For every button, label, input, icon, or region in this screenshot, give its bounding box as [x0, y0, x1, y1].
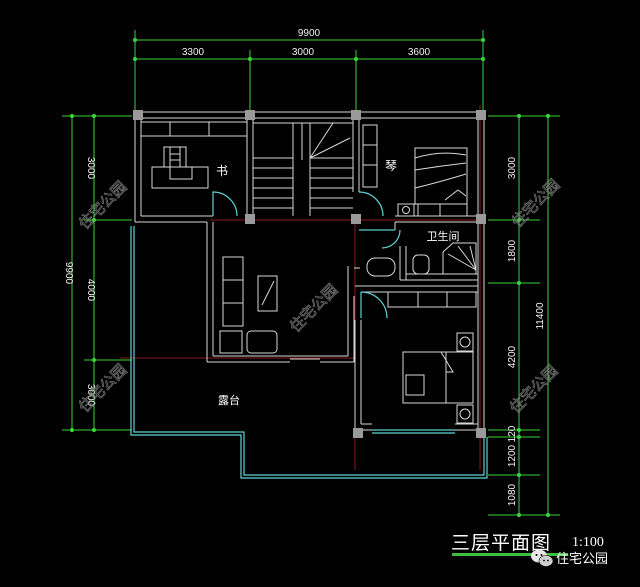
- doors: [212, 191, 401, 319]
- room-label-terrace: 露台: [218, 393, 240, 407]
- dim-top-seg-2: 3000: [292, 47, 315, 58]
- piano-room-furniture: [362, 124, 468, 217]
- dim-left-seg-1: 3000: [85, 157, 96, 180]
- dim-right-total: 11400: [535, 302, 546, 330]
- room-label-bathroom: 卫生间: [427, 229, 460, 243]
- watermark-4: 住宅公园: [508, 176, 563, 231]
- dim-right-seg-3: 4200: [507, 345, 518, 368]
- bathroom-fixtures: [366, 242, 477, 277]
- dim-left-seg-3: 3000: [85, 384, 96, 407]
- terrace-parapet: [130, 226, 488, 479]
- room-label-piano-room: 琴: [385, 159, 397, 173]
- drawing-title: 三层平面图: [451, 532, 552, 554]
- dim-top-seg-1: 3300: [182, 47, 205, 58]
- brand-label: 住宅公园: [556, 552, 609, 567]
- watermark-2: 住宅公园: [75, 361, 130, 416]
- watermark-3: 住宅公园: [286, 281, 341, 336]
- dim-right-seg-5: 1200: [507, 444, 518, 467]
- room-label-study: 书: [216, 164, 228, 178]
- columns: [133, 110, 486, 438]
- dim-left-seg-2: 4000: [85, 279, 96, 302]
- dim-right-seg-4: 120: [507, 425, 518, 442]
- wechat-icon: [531, 549, 554, 567]
- dimension-labels: 9900 3300 3000 3600 9900 3000 4000 3000 …: [63, 28, 546, 506]
- dim-right-seg-1: 3000: [507, 156, 518, 179]
- study-furniture: [140, 121, 248, 189]
- dim-top-seg-3: 3600: [408, 47, 431, 58]
- staircase: [253, 122, 353, 216]
- dim-top-total: 9900: [298, 28, 321, 39]
- watermark-5: 住宅公园: [506, 362, 561, 417]
- dim-right-seg-2: 1800: [507, 239, 518, 262]
- dim-left-total: 9900: [63, 262, 74, 285]
- bedroom-furniture: [387, 291, 477, 424]
- title-underline: [452, 553, 568, 556]
- drawing-scale: 1:100: [572, 535, 604, 550]
- watermarks: 住宅公园 住宅公园 住宅公园 住宅公园 住宅公园: [75, 175, 564, 417]
- living-furniture: [219, 256, 278, 354]
- dim-right-seg-6: 1080: [507, 483, 518, 506]
- watermark-1: 住宅公园: [75, 178, 130, 233]
- dimension-lines: [62, 30, 560, 518]
